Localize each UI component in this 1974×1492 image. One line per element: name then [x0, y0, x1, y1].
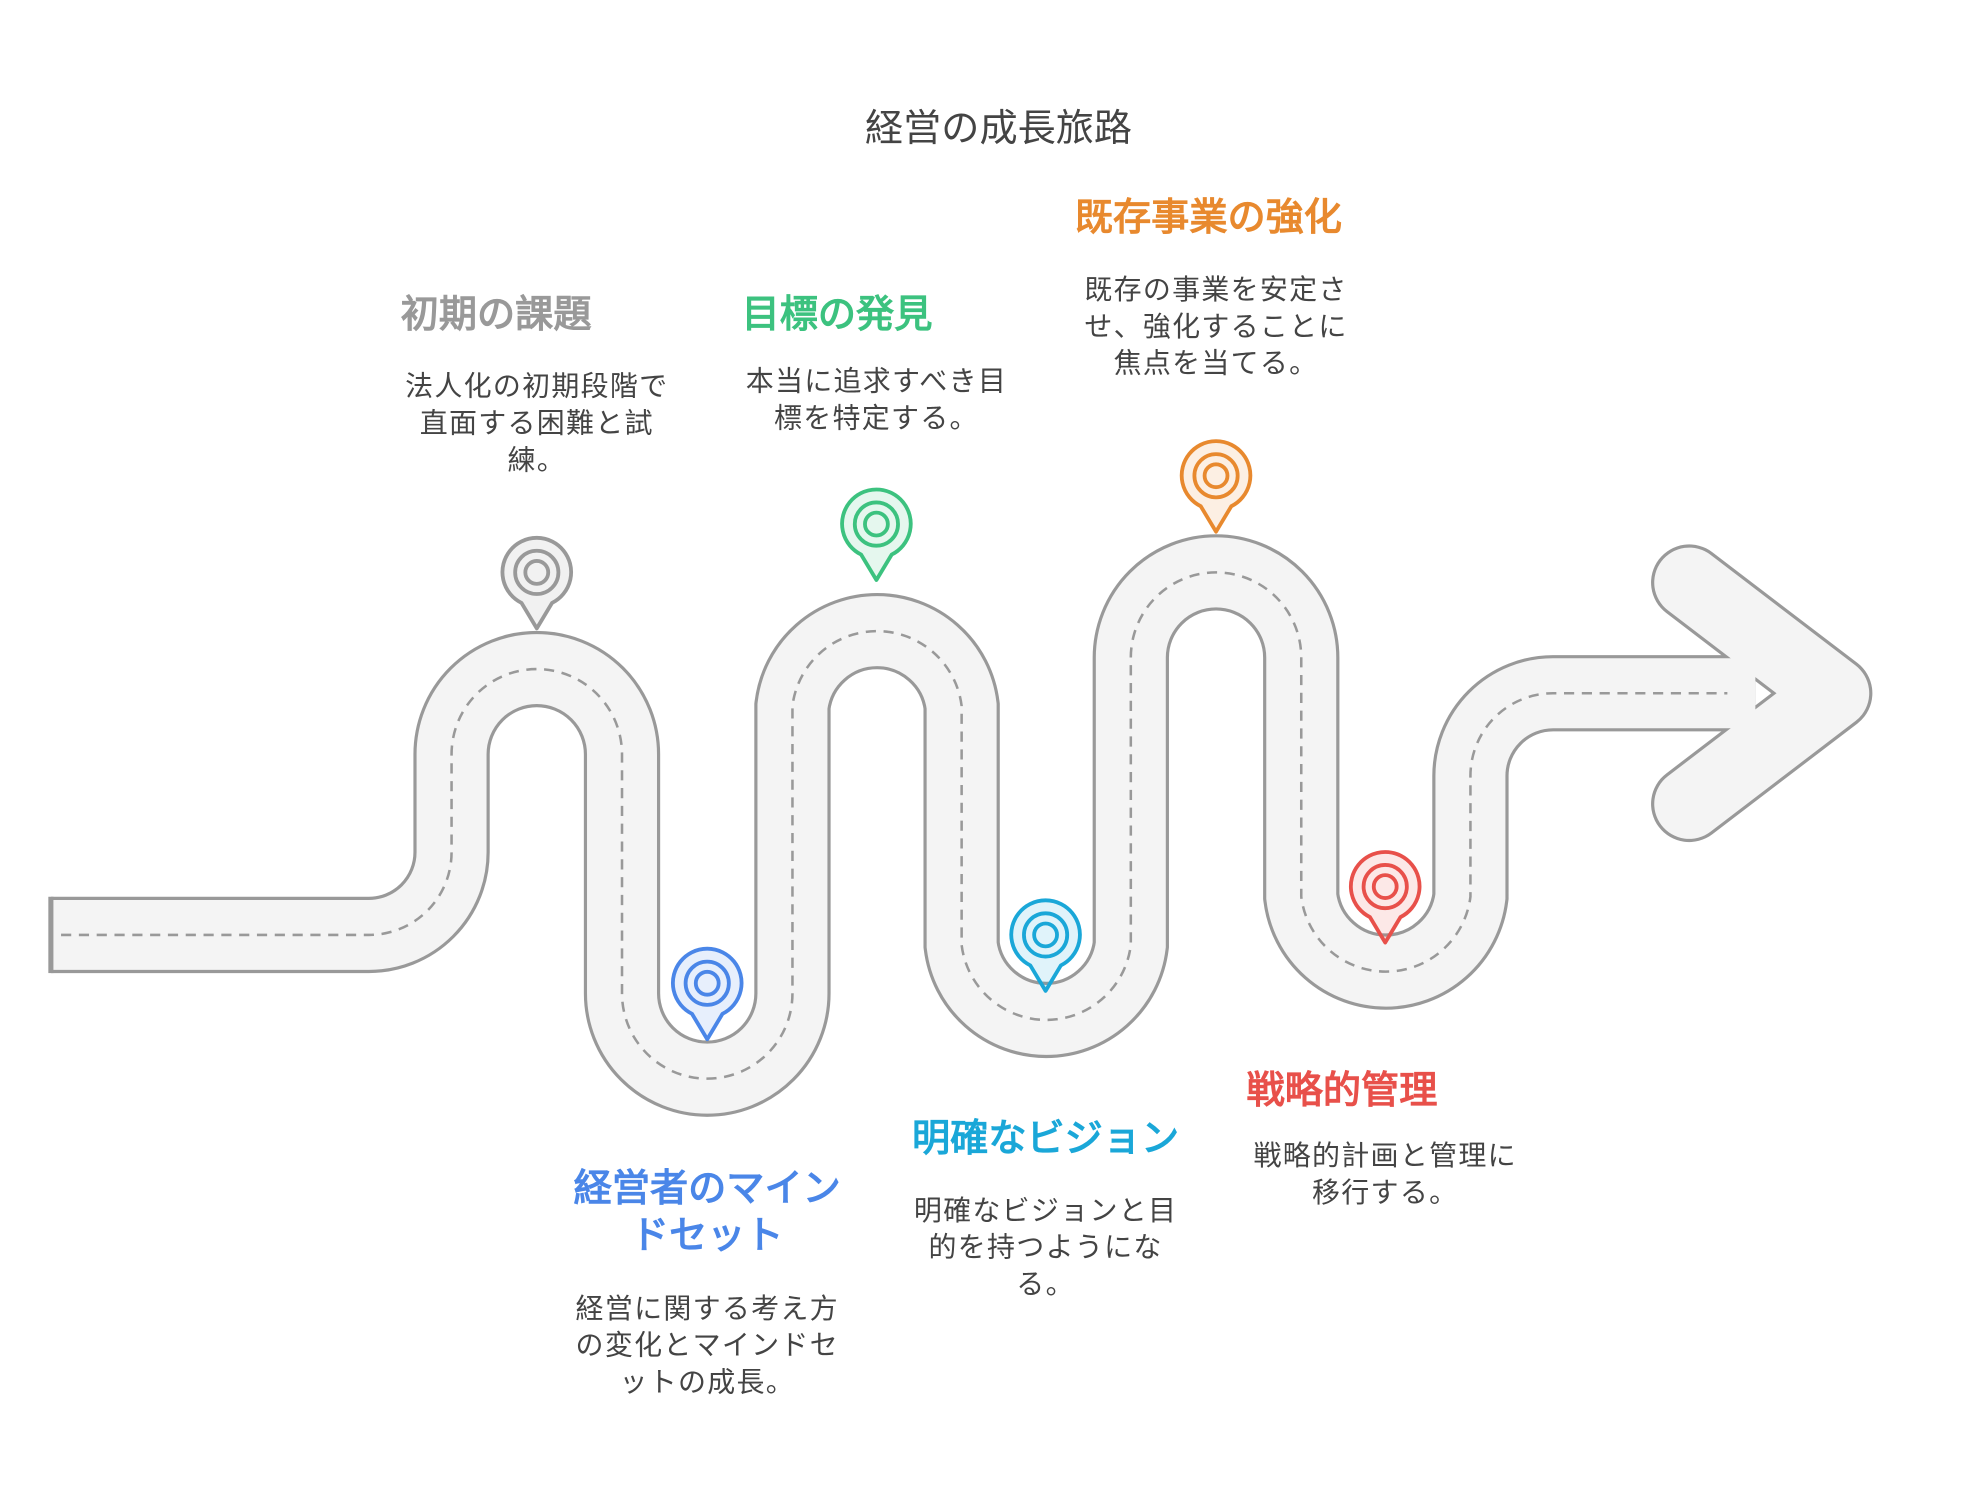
milestone-title-strategic-management: 戦略的管理	[1246, 1068, 1438, 1113]
milestone-desc-goal-discovery: 本当に追求すべき目標を特定する。	[745, 366, 1008, 436]
milestone-desc-strengthen-business: 既存の事業を安定させ、強化することに焦点を当てる。	[1084, 274, 1348, 381]
milestone-title-clear-vision: 明確なビジョン	[912, 1116, 1180, 1162]
road	[48, 534, 1873, 1117]
milestone-title-goal-discovery: 目標の発見	[741, 292, 933, 338]
milestone-desc-strategic-management: 戦略的計画と管理に移行する。	[1253, 1140, 1517, 1210]
milestone-title-strengthen-business: 既存事業の強化	[1074, 195, 1342, 241]
map-pin-icon	[840, 487, 913, 582]
milestone-title-mindset: 経営者のマインドセット	[573, 1166, 841, 1259]
map-pin-icon	[1009, 898, 1082, 993]
milestone-desc-clear-vision: 明確なビジョンと目的を持つようになる。	[913, 1195, 1178, 1302]
diagram-title: 経営の成長旅路	[864, 106, 1133, 152]
map-pin-icon	[500, 535, 574, 631]
milestone-desc-mindset: 経営に関する考え方の変化とマインドセットの成長。	[575, 1293, 839, 1400]
road-centerline	[61, 571, 1728, 1080]
milestone-title-initial-challenges: 初期の課題	[400, 292, 592, 338]
milestone-desc-initial-challenges: 法人化の初期段階で直面する困難と試練。	[405, 371, 669, 477]
map-pin-icon	[670, 946, 744, 1042]
map-pin-icon	[1348, 850, 1422, 945]
map-pin-icon	[1179, 439, 1253, 534]
